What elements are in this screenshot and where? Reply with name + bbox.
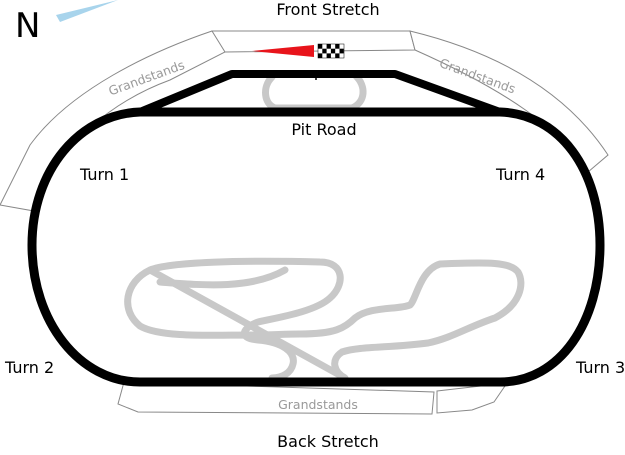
label-pit-road: Pit Road bbox=[291, 120, 356, 139]
label-turn-3: Turn 3 bbox=[575, 358, 625, 377]
infield-loop-top bbox=[262, 72, 367, 112]
grandstand-back-main bbox=[117, 381, 435, 415]
label-turn-1: Turn 1 bbox=[79, 165, 129, 184]
grandstand-back-right bbox=[436, 382, 509, 414]
pit-road-entry bbox=[138, 70, 502, 116]
north-arrow-icon bbox=[56, 0, 118, 22]
grandstand-front-right bbox=[409, 30, 609, 173]
label-turn-2: Turn 2 bbox=[4, 358, 54, 377]
label-back-stretch: Back Stretch bbox=[277, 432, 379, 451]
checkered-flag-icon bbox=[317, 43, 345, 59]
infield-road-course bbox=[124, 72, 525, 382]
infield-connector bbox=[156, 266, 289, 289]
main-oval-track bbox=[27, 107, 605, 387]
north-label: N bbox=[15, 6, 40, 46]
label-front-stretch: Front Stretch bbox=[276, 0, 379, 19]
infield-road-course-path bbox=[124, 257, 525, 382]
grandstand-label-bottom: Grandstands bbox=[278, 397, 358, 412]
label-turn-4: Turn 4 bbox=[495, 165, 545, 184]
start-flag-icon bbox=[252, 45, 314, 57]
